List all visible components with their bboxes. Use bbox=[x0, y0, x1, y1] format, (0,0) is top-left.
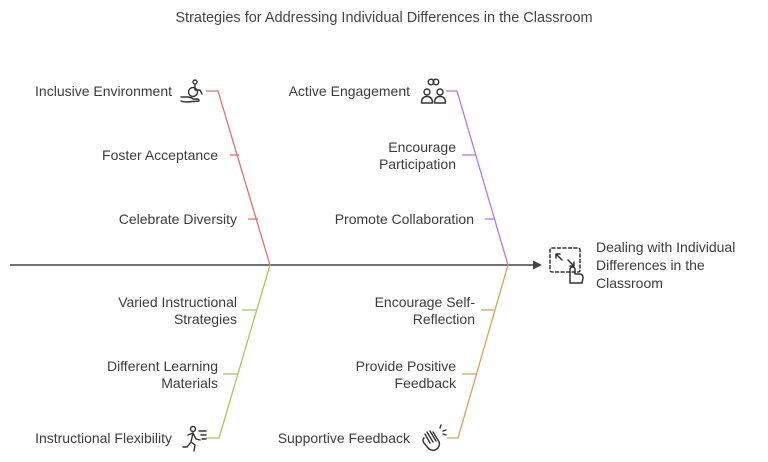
branch-flexibility-item-1-line-1: Varied Instructional bbox=[118, 294, 237, 310]
group-people-icon bbox=[420, 78, 447, 104]
branch-flexibility-bone bbox=[206, 264, 271, 439]
branch-inclusive-item-1: Foster Acceptance bbox=[102, 147, 218, 163]
branch-feedback-item-1: Encourage Self- Reflection bbox=[300, 294, 475, 328]
branch-flexibility bbox=[206, 264, 271, 439]
branch-flexibility-item-2-line-2: Materials bbox=[161, 375, 218, 391]
wheelchair-accessibility-icon bbox=[180, 79, 203, 103]
branch-feedback-head: Supportive Feedback bbox=[277, 430, 410, 446]
branch-feedback-bone bbox=[447, 264, 509, 439]
branch-engagement-item-1-line-2: Participation bbox=[378, 156, 456, 172]
spine-arrowhead bbox=[533, 260, 542, 270]
branch-flexibility-item-2-line-1: Different Learning bbox=[106, 358, 218, 374]
branch-engagement-item-1: Encourage Participation bbox=[300, 139, 456, 173]
branch-engagement-item-2: Promote Collaboration bbox=[334, 211, 474, 227]
branch-feedback-item-2-line-1: Provide Positive bbox=[355, 358, 456, 374]
branch-flexibility-item-1-line-2: Strategies bbox=[173, 311, 237, 327]
resize-hand-icon bbox=[549, 247, 584, 284]
branch-flexibility-item-2: Different Learning Materials bbox=[40, 358, 218, 392]
branch-engagement-bone bbox=[446, 90, 509, 266]
branch-inclusive-head: Inclusive Environment bbox=[35, 83, 172, 99]
effect-label: Dealing with Individual Differences in t… bbox=[596, 238, 735, 292]
effect-label-line-3: Classroom bbox=[596, 275, 663, 291]
branch-feedback bbox=[447, 264, 509, 439]
branch-engagement-item-1-line-1: Encourage bbox=[388, 139, 456, 155]
branch-feedback-item-1-line-2: Reflection bbox=[412, 311, 475, 327]
branch-engagement-head: Active Engagement bbox=[288, 83, 410, 99]
branch-feedback-item-1-line-1: Encourage Self- bbox=[374, 294, 475, 310]
effect-label-line-2: Differences in the bbox=[596, 257, 705, 273]
branch-feedback-item-2: Provide Positive Feedback bbox=[290, 358, 456, 392]
branch-flexibility-head: Instructional Flexibility bbox=[35, 430, 172, 446]
branch-inclusive-bone bbox=[206, 90, 271, 266]
branch-engagement bbox=[446, 90, 509, 266]
diagram-title: Strategies for Addressing Individual Dif… bbox=[175, 10, 593, 26]
clapping-hands-icon bbox=[422, 424, 447, 451]
branch-inclusive-item-2: Celebrate Diversity bbox=[118, 211, 237, 227]
running-person-icon bbox=[182, 425, 207, 452]
branch-inclusive bbox=[206, 90, 271, 266]
effect-label-line-1: Dealing with Individual bbox=[596, 239, 736, 255]
branch-flexibility-item-1: Varied Instructional Strategies bbox=[60, 294, 237, 328]
branch-feedback-item-2-line-2: Feedback bbox=[394, 375, 456, 391]
